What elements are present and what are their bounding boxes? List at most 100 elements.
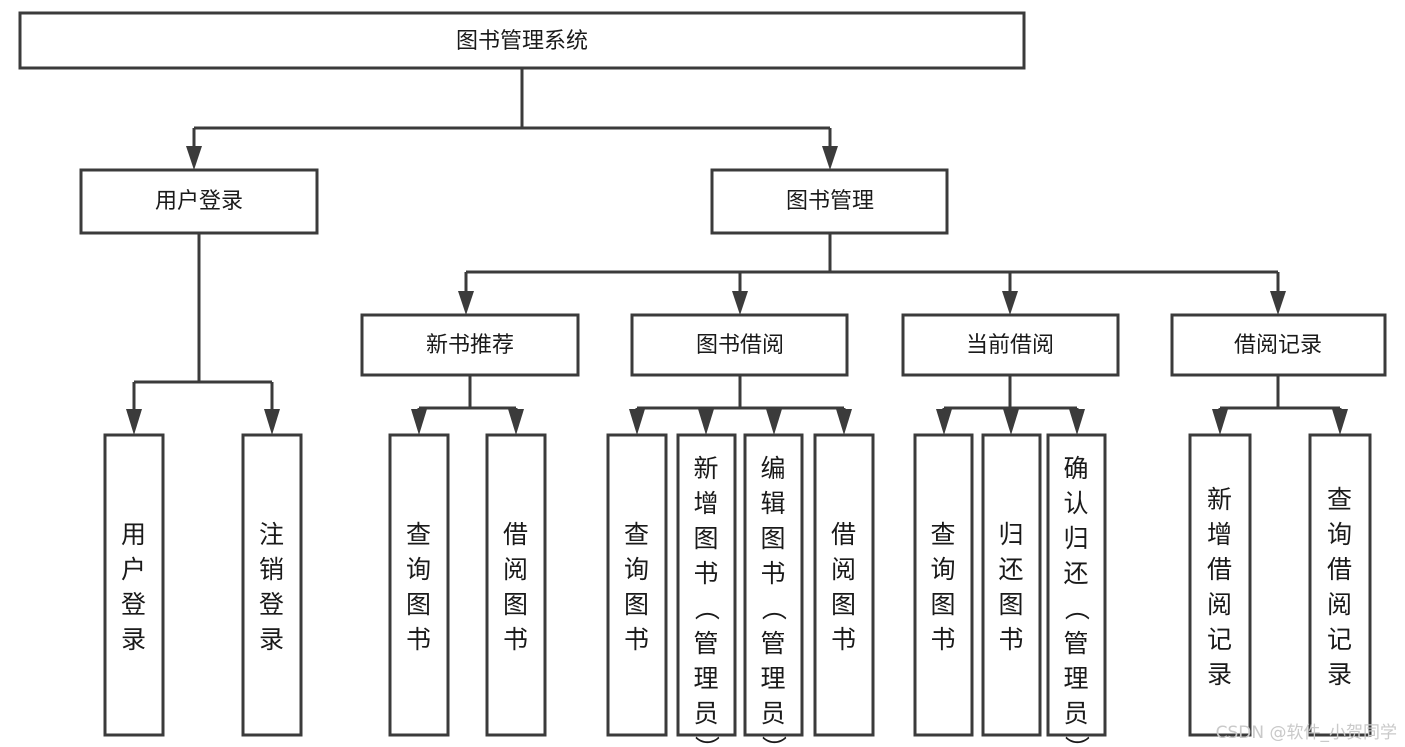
svg-text:登: 登 [259,590,285,619]
svg-text:图: 图 [930,590,956,619]
svg-text:理: 理 [1063,664,1089,693]
node-book-borrow-box [630,313,849,377]
node-borrow-record[interactable]: 借阅记录 [1170,313,1387,377]
node-user-login[interactable]: 用户登录 [79,168,319,235]
connector-book-mgmt-to-level2 [458,233,1286,315]
node-new-book-recommend-box [360,313,580,377]
svg-text:借: 借 [503,520,529,549]
svg-text:新: 新 [1207,485,1233,514]
svg-text:图: 图 [693,524,719,553]
svg-text:认: 认 [1063,489,1089,518]
node-book-borrow[interactable]: 图书借阅 [630,313,849,377]
svg-text:图: 图 [760,524,786,553]
node-book-management-label: 图书管理 [786,189,874,214]
leaf-logout[interactable] [241,433,303,737]
arrow-head-icon [836,409,852,435]
node-current-borrow[interactable]: 当前借阅 [901,313,1120,377]
svg-text:）: ） [759,735,788,747]
svg-text:（: （ [692,595,721,621]
svg-text:查: 查 [1327,485,1353,514]
leaf-current-return-box [981,433,1042,737]
leaf-borrow-edit-book-box [743,433,804,737]
leaf-borrow-query[interactable] [606,433,668,737]
node-current-borrow-box [901,313,1120,377]
leaf-borrow-add-book[interactable] [676,433,737,737]
svg-text:记: 记 [1207,625,1233,654]
arrow-head-icon [766,409,782,435]
connector-book-borrow-to-leaves [629,375,852,435]
arrow-head-icon [186,146,202,170]
leaf-current-query-box [913,433,974,737]
svg-text:借: 借 [1327,555,1353,584]
svg-text:（: （ [759,595,788,621]
leaf-new-book-query[interactable] [388,433,450,737]
svg-text:编: 编 [760,454,786,483]
arrow-head-icon [936,409,952,435]
leaf-user-login-box [103,433,165,737]
svg-text:员: 员 [760,699,786,728]
svg-text:查: 查 [624,520,650,549]
leaf-record-query-box [1308,433,1372,737]
node-book-borrow-label: 图书借阅 [696,333,784,358]
arrow-head-icon [126,409,142,435]
leaf-new-book-borrow-box [485,433,547,737]
svg-text:销: 销 [259,555,285,584]
leaf-borrow-lend-book[interactable] [813,433,875,737]
arrow-head-icon [264,409,280,435]
leaf-new-book-query-box [388,433,450,737]
svg-text:图: 图 [831,590,857,619]
svg-text:录: 录 [121,625,147,654]
leaf-record-query[interactable] [1308,433,1372,737]
svg-text:增: 增 [1207,520,1233,549]
arrow-head-icon [411,409,427,435]
leaf-current-confirm-return[interactable] [1046,433,1107,737]
svg-text:用: 用 [121,520,147,549]
leaf-borrow-edit-book[interactable] [743,433,804,737]
svg-text:录: 录 [1327,660,1353,689]
leaf-current-query[interactable] [913,433,974,737]
svg-text:询: 询 [930,555,956,584]
arrow-head-icon [822,146,838,170]
leaf-new-book-borrow[interactable] [485,433,547,737]
svg-text:书: 书 [503,625,529,654]
node-root-label: 图书管理系统 [456,29,588,54]
svg-text:书: 书 [406,625,432,654]
svg-text:）: ） [692,735,721,747]
node-root[interactable]: 图书管理系统 [18,11,1026,70]
svg-text:图: 图 [503,590,529,619]
arrow-head-icon [508,409,524,435]
node-new-book-recommend-label: 新书推荐 [426,333,514,358]
leaf-text-layer: 用户登录注销登录查询图书借阅图书查询图书新增图书（管理员）编辑图书（管理员）借阅… [121,454,1353,747]
connector-user-login-to-leaves [126,233,280,435]
node-root-box [18,11,1026,70]
arrow-head-icon [1002,291,1018,315]
svg-text:查: 查 [406,520,432,549]
svg-text:理: 理 [760,664,786,693]
node-book-management[interactable]: 图书管理 [710,168,949,235]
leaf-user-login[interactable] [103,433,165,737]
svg-text:询: 询 [406,555,432,584]
svg-text:管: 管 [760,629,786,658]
arrow-head-icon [1332,409,1348,435]
svg-text:归: 归 [998,520,1024,549]
leaf-record-add[interactable] [1188,433,1252,737]
arrow-head-icon [698,409,714,435]
node-user-login-box [79,168,319,235]
node-new-book-recommend[interactable]: 新书推荐 [360,313,580,377]
svg-text:新: 新 [693,454,719,483]
svg-text:管: 管 [1063,629,1089,658]
arrow-head-icon [1003,409,1019,435]
svg-text:登: 登 [121,590,147,619]
svg-text:图: 图 [624,590,650,619]
node-user-login-label: 用户登录 [155,189,243,214]
leaf-current-return[interactable] [981,433,1042,737]
svg-text:还: 还 [1063,559,1089,588]
